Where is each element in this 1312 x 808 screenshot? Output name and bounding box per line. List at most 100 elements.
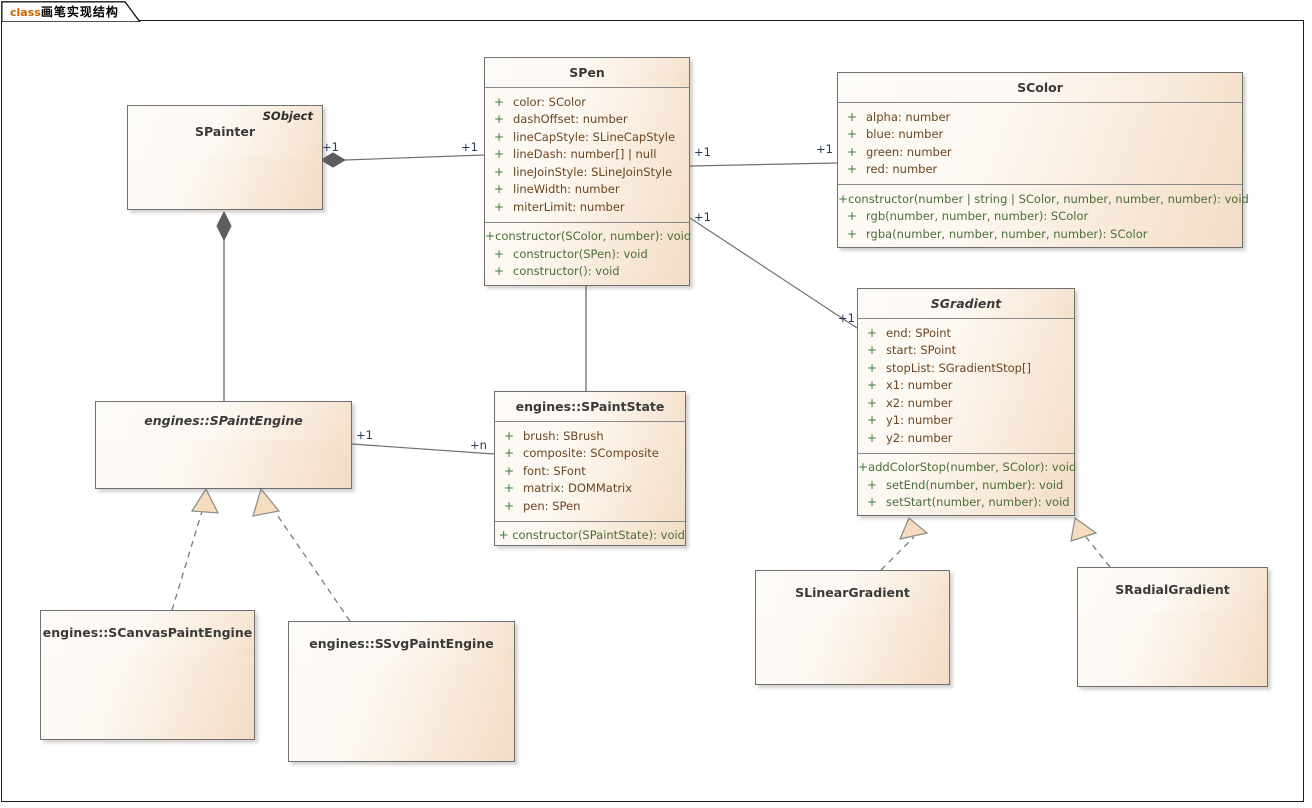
operations-section-sgradient: +addColorStop(number, SColor): void + set… [858, 452, 1076, 518]
title-tab-shape [1, 1, 141, 22]
visibility-marker: + [493, 199, 505, 214]
class-box-slineargradient[interactable]: SLinearGradient [755, 570, 950, 685]
attribute-row: + lineWidth: number [485, 181, 689, 199]
operation-text: rgba(number, number, number, number): SC… [866, 226, 1148, 241]
attribute-text: x2: number [886, 395, 953, 410]
operation-row: + rgb(number, number, number): SColor [838, 208, 1242, 226]
operation-text: constructor(SColor, number): void [495, 229, 692, 244]
attribute-text: alpha: number [866, 109, 951, 124]
attribute-row: + end: SPoint [858, 324, 1074, 342]
attribute-text: x1: number [886, 378, 953, 393]
visibility-marker: + [846, 144, 858, 159]
attribute-row: +lineJoinStyle: SLineJoinStyle [485, 163, 689, 181]
operation-row: + setStart(number, number): void [858, 494, 1074, 512]
visibility-marker: + [493, 264, 505, 279]
operation-text: rgb(number, number, number): SColor [866, 209, 1089, 224]
operation-text: setEnd(number, number): void [886, 477, 1064, 492]
class-box-ssvgpaintengine[interactable]: engines::SSvgPaintEngine [288, 621, 515, 762]
attribute-text: red: number [866, 162, 938, 177]
visibility-marker: + [493, 112, 505, 127]
visibility-marker: + [503, 463, 515, 478]
visibility-marker: + [493, 164, 505, 179]
class-box-scolor[interactable]: SColor + alpha: number + blue: number + gre… [837, 72, 1249, 248]
multiplicity-engine-state-source: +1 [356, 428, 373, 442]
attribute-text: color: SColor [513, 94, 586, 109]
class-box-scanvaspaintengine[interactable]: engines::SCanvasPaintEngine [40, 610, 255, 740]
attribute-text: brush: SBrush [523, 428, 604, 443]
multiplicity-engine-state-target: +n [470, 438, 487, 452]
class-box-spaintengine[interactable]: engines::SPaintEngine [95, 401, 352, 489]
visibility-marker: + [493, 147, 505, 162]
operation-text: setStart(number, number): void [886, 495, 1070, 510]
visibility-marker: + [846, 162, 858, 177]
diagram-title-tab: class画笔实现结构 [1, 1, 141, 22]
attributes-section-spaintstate: + brush: SBrush + composite: SComposite + f… [495, 422, 685, 521]
attribute-row: + composite: SComposite [495, 445, 685, 463]
class-name-ssvgpaintengine: engines::SSvgPaintEngine [289, 622, 514, 666]
multiplicity-pen-color-source: +1 [694, 145, 711, 159]
class-name-scanvaspaintengine: engines::SCanvasPaintEngine [41, 611, 254, 655]
class-name-spainter: SPainter [128, 106, 322, 158]
class-box-sgradient[interactable]: SGradient + end: SPoint + start: SPoint + s… [857, 288, 1076, 518]
operation-text: constructor(): void [513, 264, 620, 279]
visibility-marker: + [503, 428, 515, 443]
attribute-row: +matrix: DOMMatrix [495, 480, 685, 498]
visibility-marker: + [503, 446, 515, 461]
operations-section-spen: +constructor(SColor, number): void +cons… [485, 221, 692, 287]
attribute-text: blue: number [866, 127, 944, 142]
class-name-scolor: SColor [838, 73, 1242, 103]
attribute-row: +lineDash: number[] | null [485, 146, 689, 164]
operation-row: +constructor(SPen): void [485, 245, 689, 263]
visibility-marker: + [866, 325, 878, 340]
visibility-marker: + [866, 360, 878, 375]
attributes-section-sgradient: + end: SPoint + start: SPoint + stopList: S… [858, 319, 1074, 453]
attribute-text: lineCapStyle: SLineCapStyle [513, 129, 676, 144]
attribute-text: green: number [866, 144, 952, 159]
operation-row: +addColorStop(number, SColor): void [858, 459, 1076, 477]
visibility-marker: + [866, 343, 878, 358]
attribute-row: + brush: SBrush [495, 427, 685, 445]
attribute-row: + red: number [838, 161, 1242, 179]
attribute-row: +dashOffset: number [485, 111, 689, 129]
attribute-row: + font: SFont [495, 462, 685, 480]
attribute-text: composite: SComposite [523, 446, 659, 461]
attribute-row: +lineCapStyle: SLineCapStyle [485, 128, 689, 146]
attribute-text: font: SFont [523, 463, 586, 478]
attribute-text: end: SPoint [886, 325, 952, 340]
visibility-marker: + [846, 109, 858, 124]
diagram-title: class画笔实现结构 [1, 3, 119, 20]
operation-row: +constructor(SColor, number): void [485, 228, 692, 246]
operation-row: + setEnd(number, number): void [858, 476, 1074, 494]
multiplicity-pen-gradient-source: +1 [694, 210, 711, 224]
operation-row: + rgba(number, number, number, number): S… [838, 225, 1242, 243]
visibility-marker: + [493, 94, 505, 109]
class-box-spainter[interactable]: SPainter SObject [127, 105, 323, 210]
multiplicity-pen-gradient-target: +1 [838, 311, 855, 325]
visibility-marker: + [866, 413, 878, 428]
class-box-sradialgradient[interactable]: SRadialGradient [1077, 567, 1268, 687]
attribute-text: lineWidth: number [513, 182, 620, 197]
visibility-marker: + [846, 226, 858, 241]
attribute-row: + stopList: SGradientStop[] [858, 359, 1074, 377]
attribute-text: start: SPoint [886, 343, 957, 358]
attribute-text: stopList: SGradientStop[] [886, 360, 1031, 375]
class-box-spaintstate[interactable]: engines::SPaintState +brush: SBrush +com… [494, 391, 686, 546]
visibility-marker: + [866, 395, 878, 410]
attribute-row: + start: SPoint [858, 342, 1074, 360]
visibility-marker: + [846, 127, 858, 142]
class-box-spen[interactable]: SPen +color: SColor +dashOffset: number … [484, 57, 692, 287]
visibility-marker: + [866, 477, 878, 492]
visibility-marker: + [846, 209, 858, 224]
attributes-section-spen: +color: SColor +dashOffset: number +line… [485, 88, 689, 222]
visibility-marker: + [503, 498, 515, 513]
visibility-marker: + [866, 495, 878, 510]
operation-row: +constructor(number | string | SColor, n… [838, 190, 1249, 208]
visibility-marker: + [493, 182, 505, 197]
operation-text: constructor(SPaintState): void [512, 528, 685, 543]
class-name-sgradient: SGradient [858, 289, 1074, 319]
visibility-marker: + [503, 481, 515, 496]
diagram-title-keyword: class [10, 5, 41, 19]
class-name-slineargradient: SLinearGradient [756, 571, 949, 615]
visibility-marker: + [493, 246, 505, 261]
